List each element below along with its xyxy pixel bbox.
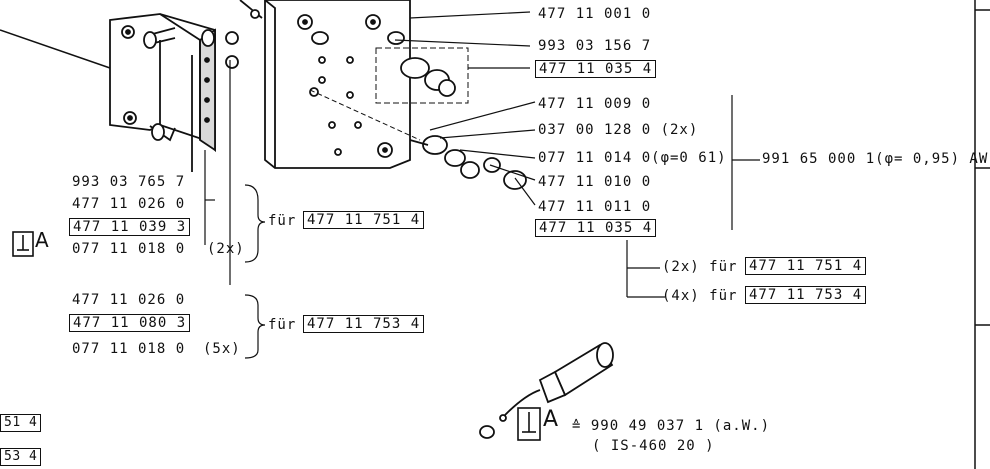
usage-part-boxed: 477 11 753 4 — [303, 315, 425, 333]
part-label: 077 11 018 0 — [72, 241, 186, 257]
usage-part-boxed: 477 11 753 4 — [745, 286, 867, 304]
part-label: 477 11 009 0 — [538, 96, 652, 112]
left-bracket — [109, 13, 239, 172]
part-label-boxed: 477 11 035 4 — [535, 60, 657, 78]
aw-note: 991 65 000 1(φ= 0,95) AW. — [762, 151, 990, 167]
qty-label: (2x) — [207, 241, 245, 257]
usage-part-boxed: 477 11 751 4 — [303, 211, 425, 229]
part-label: 477 11 026 0 — [72, 196, 186, 212]
adhesive-symbol-letter: A — [35, 228, 50, 252]
usage-label: (2x) für — [662, 259, 738, 275]
usage-label: für — [268, 317, 297, 333]
adhesive-code: ≙ 990 49 037 1 (a.W.) — [572, 418, 771, 434]
usage-part-boxed: 477 11 751 4 — [745, 257, 867, 275]
part-label: 477 11 010 0 — [538, 174, 652, 190]
leader-lines-left — [204, 60, 266, 359]
part-label-boxed: 477 11 039 3 — [69, 218, 191, 236]
adhesive-symbol-letter: A — [543, 407, 560, 432]
qty-label: (5x) — [203, 341, 241, 357]
part-label: 477 11 001 0 — [538, 6, 652, 22]
part-label-boxed: 477 11 035 4 — [535, 219, 657, 237]
center-plate — [239, 0, 411, 169]
edge-label: 53 4 — [0, 448, 42, 466]
part-label: 077 11 018 0 — [72, 341, 186, 357]
edge-label: 51 4 — [0, 414, 42, 432]
part-label-boxed: 477 11 080 3 — [69, 314, 191, 332]
usage-label: für — [268, 213, 297, 229]
adhesive-bottle-icon — [479, 342, 614, 439]
valve-assembly — [309, 47, 527, 190]
part-label: 993 03 156 7 — [538, 38, 652, 54]
part-label: 077 11 014 0(φ=0 61) — [538, 150, 727, 166]
part-label: 037 00 128 0 (2x) — [538, 122, 699, 138]
adhesive-subcode: ( IS-460 20 ) — [592, 438, 715, 454]
part-label: 477 11 011 0 — [538, 199, 652, 215]
usage-label: (4x) für — [662, 288, 738, 304]
adhesive-symbol-icon — [12, 231, 541, 441]
part-label: 477 11 026 0 — [72, 292, 186, 308]
leader-lines-right — [394, 11, 760, 298]
part-label: 993 03 765 7 — [72, 174, 186, 190]
